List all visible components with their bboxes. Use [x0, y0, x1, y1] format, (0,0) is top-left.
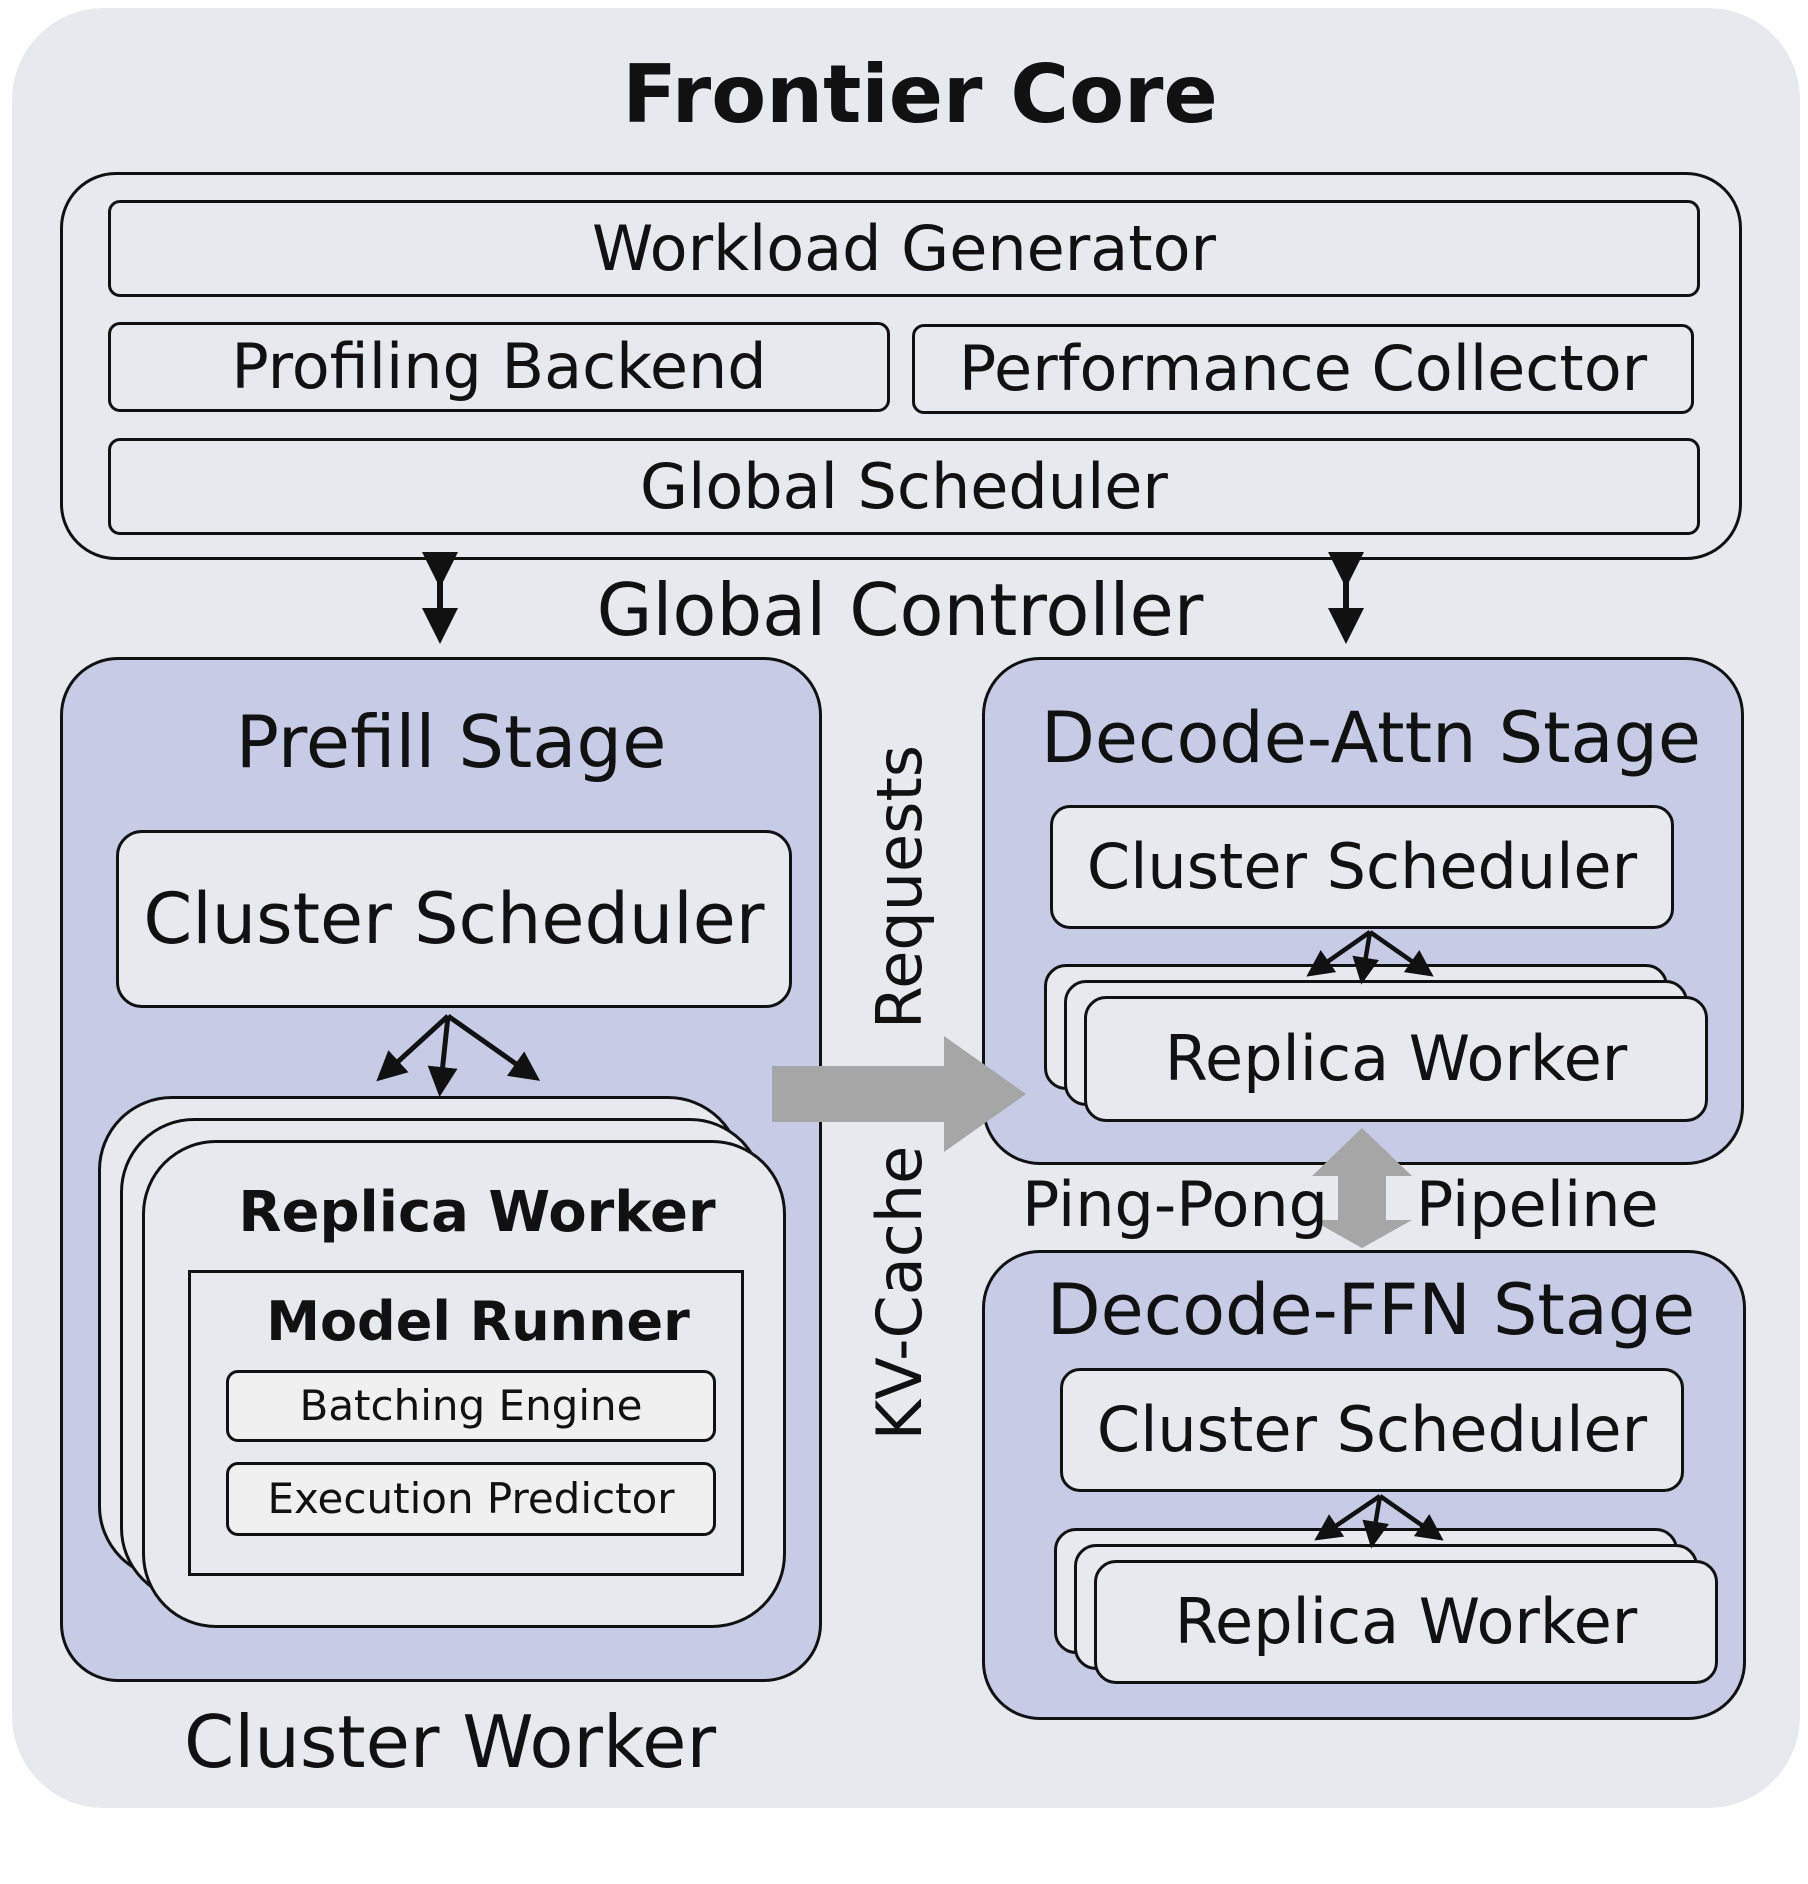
decode-ffn-replica-worker: Replica Worker	[1094, 1560, 1718, 1684]
execution-predictor-box: Execution Predictor	[226, 1462, 716, 1536]
prefill-stage-title: Prefill Stage	[235, 700, 667, 784]
decode-attn-cluster-scheduler: Cluster Scheduler	[1050, 805, 1674, 929]
workload-generator-box: Workload Generator	[108, 200, 1700, 297]
prefill-cluster-scheduler: Cluster Scheduler	[116, 830, 792, 1008]
batching-engine-box: Batching Engine	[226, 1370, 716, 1442]
cluster-worker-label: Cluster Worker	[183, 1700, 717, 1784]
ping-pong-arrow	[1312, 1128, 1412, 1248]
prefill-replica-worker-label: Replica Worker	[238, 1180, 716, 1245]
decode-ffn-fanout-arrows	[1314, 1494, 1444, 1549]
profiling-backend-box: Profiling Backend	[108, 322, 890, 412]
kv-transfer-arrow	[772, 1036, 1026, 1152]
performance-collector-box: Performance Collector	[912, 324, 1694, 414]
decode-ffn-cluster-scheduler: Cluster Scheduler	[1060, 1368, 1684, 1492]
kv-cache-label: KV-Cache	[863, 1145, 936, 1441]
decode-ffn-stage-title: Decode-FFN Stage	[1046, 1269, 1696, 1351]
diagram-title: Frontier Core	[622, 48, 1218, 141]
global-scheduler-box: Global Scheduler	[108, 438, 1700, 535]
decode-attn-stage-title: Decode-Attn Stage	[1041, 697, 1701, 779]
prefill-fanout-arrows	[376, 1013, 541, 1097]
decode-attn-fanout-arrows	[1306, 930, 1434, 985]
model-runner-label: Model Runner	[266, 1290, 690, 1353]
decode-attn-replica-worker: Replica Worker	[1084, 996, 1708, 1122]
global-controller-label: Global Controller	[596, 568, 1204, 652]
requests-label: Requests	[863, 744, 936, 1030]
pipeline-label: Pipeline	[1416, 1168, 1659, 1241]
ping-pong-label: Ping-Pong	[1022, 1168, 1329, 1241]
